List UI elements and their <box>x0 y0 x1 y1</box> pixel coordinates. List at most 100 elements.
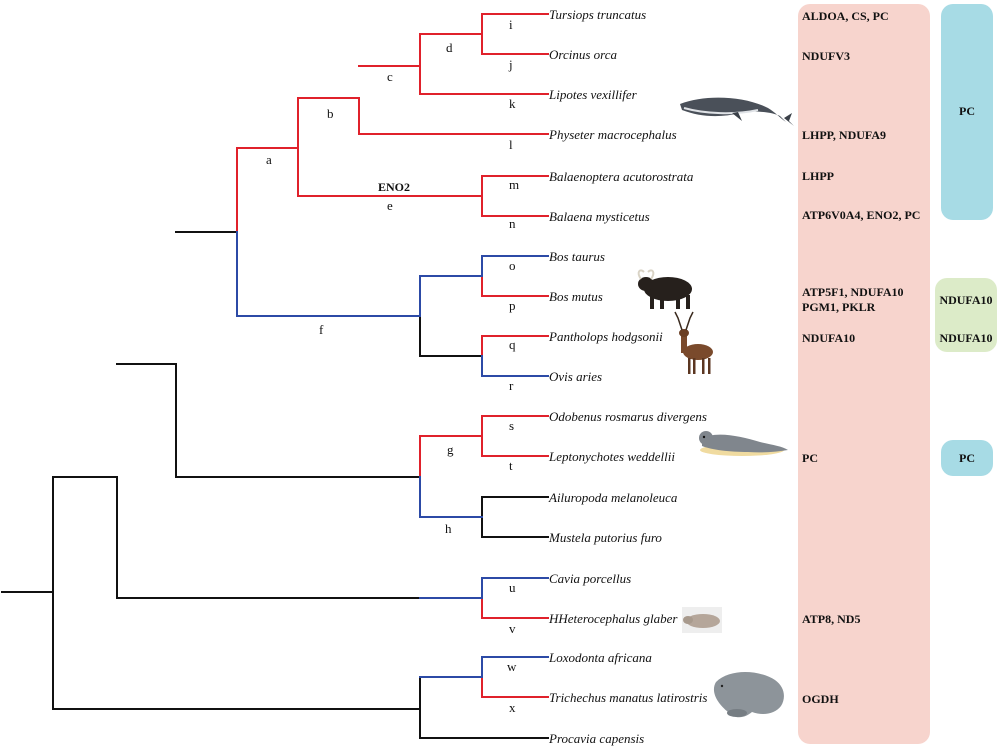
node-label: e <box>387 198 393 213</box>
species-label: Orcinus orca <box>549 47 618 62</box>
cetacea-panel-label: PC <box>959 104 975 118</box>
tip-label: r <box>509 378 514 393</box>
bovid-panel-label: NDUFA10 <box>939 331 992 345</box>
tree-branches-red <box>236 13 549 698</box>
gene-label: ATP8, ND5 <box>802 612 860 626</box>
species-label: Bos mutus <box>549 289 603 304</box>
mole-rat-icon <box>682 607 722 633</box>
branch-cetacea <box>236 147 299 233</box>
tip-label: u <box>509 580 516 595</box>
node-label: c <box>387 69 393 84</box>
pinniped-panel-blue <box>941 440 993 476</box>
species-label: Balaena mysticetus <box>549 209 650 224</box>
species-label: Lipotes vexillifer <box>548 87 638 102</box>
gene-labels: ALDOA, CS, PC NDUFV3 LHPP, NDUFA9 LHPP A… <box>802 9 920 706</box>
branch-ovis <box>481 355 549 377</box>
branch-musteloid <box>481 496 549 538</box>
species-label: Ailuropoda melanoleuca <box>548 490 678 505</box>
node-label: a <box>266 152 272 167</box>
species-label: HHeterocephalus glaber <box>548 611 678 626</box>
gene-label: OGDH <box>802 692 839 706</box>
tip-label: q <box>509 337 516 352</box>
gene-panel-pink <box>798 4 930 744</box>
branch-heterocephalus <box>481 597 549 619</box>
tip-label: l <box>509 137 513 152</box>
tree-branches-black <box>1 231 549 739</box>
species-label: Bos taurus <box>549 249 605 264</box>
branch-pinnipeds <box>419 435 483 478</box>
tip-label: n <box>509 216 516 231</box>
branch-node-d <box>358 65 549 95</box>
species-label: Procavia capensis <box>548 731 644 746</box>
species-label: Trichechus manatus latirostris <box>549 690 707 705</box>
gene-label: LHPP <box>802 169 834 183</box>
node-labels: a b c d e f g h ENO2 <box>266 40 454 536</box>
tip-label: p <box>509 298 516 313</box>
species-label: Mustela putorius furo <box>548 530 662 545</box>
pinniped-panel-label: PC <box>959 451 975 465</box>
species-label: Loxodonta africana <box>548 650 652 665</box>
species-label: Odobenus rosmarus divergens <box>549 409 707 424</box>
species-label: Physeter macrocephalus <box>548 127 677 142</box>
bovid-panel-green <box>935 278 997 352</box>
branch-musteloid-stem <box>419 476 483 518</box>
species-label: Balaenoptera acutorostrata <box>549 169 694 184</box>
branch-balaena <box>481 195 549 217</box>
tip-label: o <box>509 258 516 273</box>
species-label: Leptonychotes weddellii <box>548 449 675 464</box>
tip-label: x <box>509 700 516 715</box>
species-label: Tursiops truncatus <box>549 7 646 22</box>
tip-label: j <box>508 57 513 72</box>
gene-label: ALDOA, CS, PC <box>802 9 889 23</box>
tree-branches-blue <box>236 231 549 678</box>
node-label: h <box>445 521 452 536</box>
branch-leptonychotes <box>481 435 549 457</box>
gene-label: LHPP, NDUFA9 <box>802 128 886 142</box>
branch-node-boreo <box>52 476 118 599</box>
bovid-panel-label: NDUFA10 <box>939 293 992 307</box>
branch-bovid-pr <box>419 315 483 357</box>
tip-label: m <box>509 177 519 192</box>
node-label: b <box>327 106 334 121</box>
whale-icon <box>680 97 794 126</box>
species-label: Ovis aries <box>549 369 602 384</box>
branch-tursiops <box>419 13 549 35</box>
branch-bos-mutus <box>481 275 549 297</box>
branch-node-laura <box>116 363 177 478</box>
species-labels: Tursiops truncatus Orcinus orca Lipotes … <box>548 7 707 746</box>
node-label: g <box>447 442 454 457</box>
branch-node-b <box>297 97 483 197</box>
node-label: f <box>319 322 324 337</box>
branch-trichechus <box>481 676 549 698</box>
tip-label: w <box>507 659 517 674</box>
tip-label: v <box>509 621 516 636</box>
branch-node-c <box>297 97 549 135</box>
branch-balaenoptera <box>481 175 549 197</box>
gene-label: ATP5F1, NDUFA10 <box>802 285 904 299</box>
branch-pantholops <box>481 335 549 357</box>
branch-bos-taurus <box>481 255 549 277</box>
branch-loxodonta <box>419 656 549 678</box>
antelope-icon <box>674 311 713 374</box>
gene-label: PC <box>802 451 818 465</box>
tip-label: i <box>509 17 513 32</box>
right-panel-labels: PC NDUFA10 NDUFA10 PC <box>939 104 992 465</box>
cetacea-panel-blue <box>941 4 993 220</box>
branch-odobenus <box>481 415 549 437</box>
gene-label: ATP6V0A4, ENO2, PC <box>802 208 920 222</box>
node-label: d <box>446 40 453 55</box>
yak-icon <box>637 269 692 309</box>
species-label: Cavia porcellus <box>549 571 631 586</box>
tip-label: s <box>509 418 514 433</box>
tip-label: k <box>509 96 516 111</box>
gene-label: NDUFA10 <box>802 331 855 345</box>
seal-icon <box>699 431 788 456</box>
branch-afrotheria <box>419 676 481 739</box>
gene-label: PGM1, PKLR <box>802 300 876 314</box>
branch-orcinus <box>481 33 549 55</box>
branch-bovidae <box>236 231 421 317</box>
manatee-icon <box>713 672 784 718</box>
branch-bos-pair <box>419 275 483 317</box>
branch-root-node <box>52 476 421 710</box>
